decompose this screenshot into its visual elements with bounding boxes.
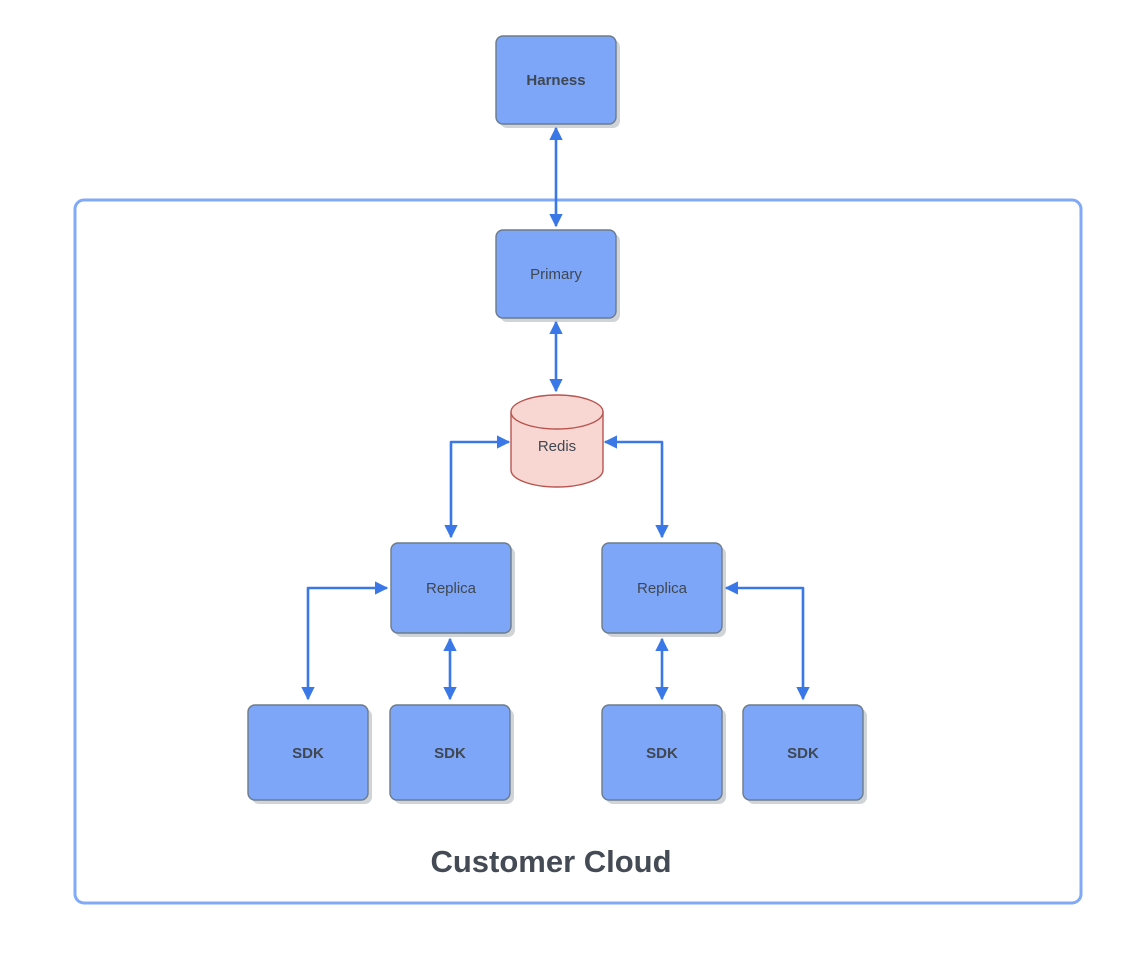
harness-box-shape[interactable]: [495, 35, 617, 125]
redis-label: Redis: [538, 438, 576, 455]
primary-box-shape[interactable]: [495, 229, 617, 319]
sdk-3-box-shape[interactable]: [601, 704, 723, 801]
node-redis[interactable]: Redis: [510, 394, 604, 488]
redis-cylinder-shape[interactable]: [510, 394, 604, 488]
replica-right-label: Replica: [637, 580, 688, 597]
node-primary[interactable]: Primary: [495, 229, 620, 322]
edge-redis-replica-right: [603, 435, 669, 539]
node-sdk-3[interactable]: SDK: [601, 704, 726, 804]
node-sdk-4[interactable]: SDK: [742, 704, 867, 804]
sdk-1-label: SDK: [292, 745, 324, 762]
edges-layer: [301, 126, 810, 701]
sdk-4-box-shape[interactable]: [742, 704, 864, 801]
primary-label: Primary: [530, 266, 582, 283]
customer-cloud-label: Customer Cloud: [430, 844, 671, 879]
nodes-layer: Harness Primary Redis Replica: [247, 35, 867, 804]
sdk-3-label: SDK: [646, 745, 678, 762]
node-harness[interactable]: Harness: [495, 35, 620, 128]
sdk-4-label: SDK: [787, 745, 819, 762]
sdk-2-label: SDK: [434, 745, 466, 762]
node-sdk-2[interactable]: SDK: [389, 704, 514, 804]
replica-right-box-shape[interactable]: [601, 542, 723, 634]
replica-left-box-shape[interactable]: [390, 542, 512, 634]
node-replica-left[interactable]: Replica: [390, 542, 515, 637]
node-sdk-1[interactable]: SDK: [247, 704, 372, 804]
sdk-2-box-shape[interactable]: [389, 704, 511, 801]
sdk-1-box-shape[interactable]: [247, 704, 369, 801]
edge-replica-right-sdk-4: [724, 581, 810, 701]
edge-redis-replica-left: [444, 435, 511, 539]
replica-left-label: Replica: [426, 580, 477, 597]
node-replica-right[interactable]: Replica: [601, 542, 726, 637]
edge-replica-left-sdk-1: [301, 581, 389, 701]
harness-label: Harness: [526, 72, 585, 89]
